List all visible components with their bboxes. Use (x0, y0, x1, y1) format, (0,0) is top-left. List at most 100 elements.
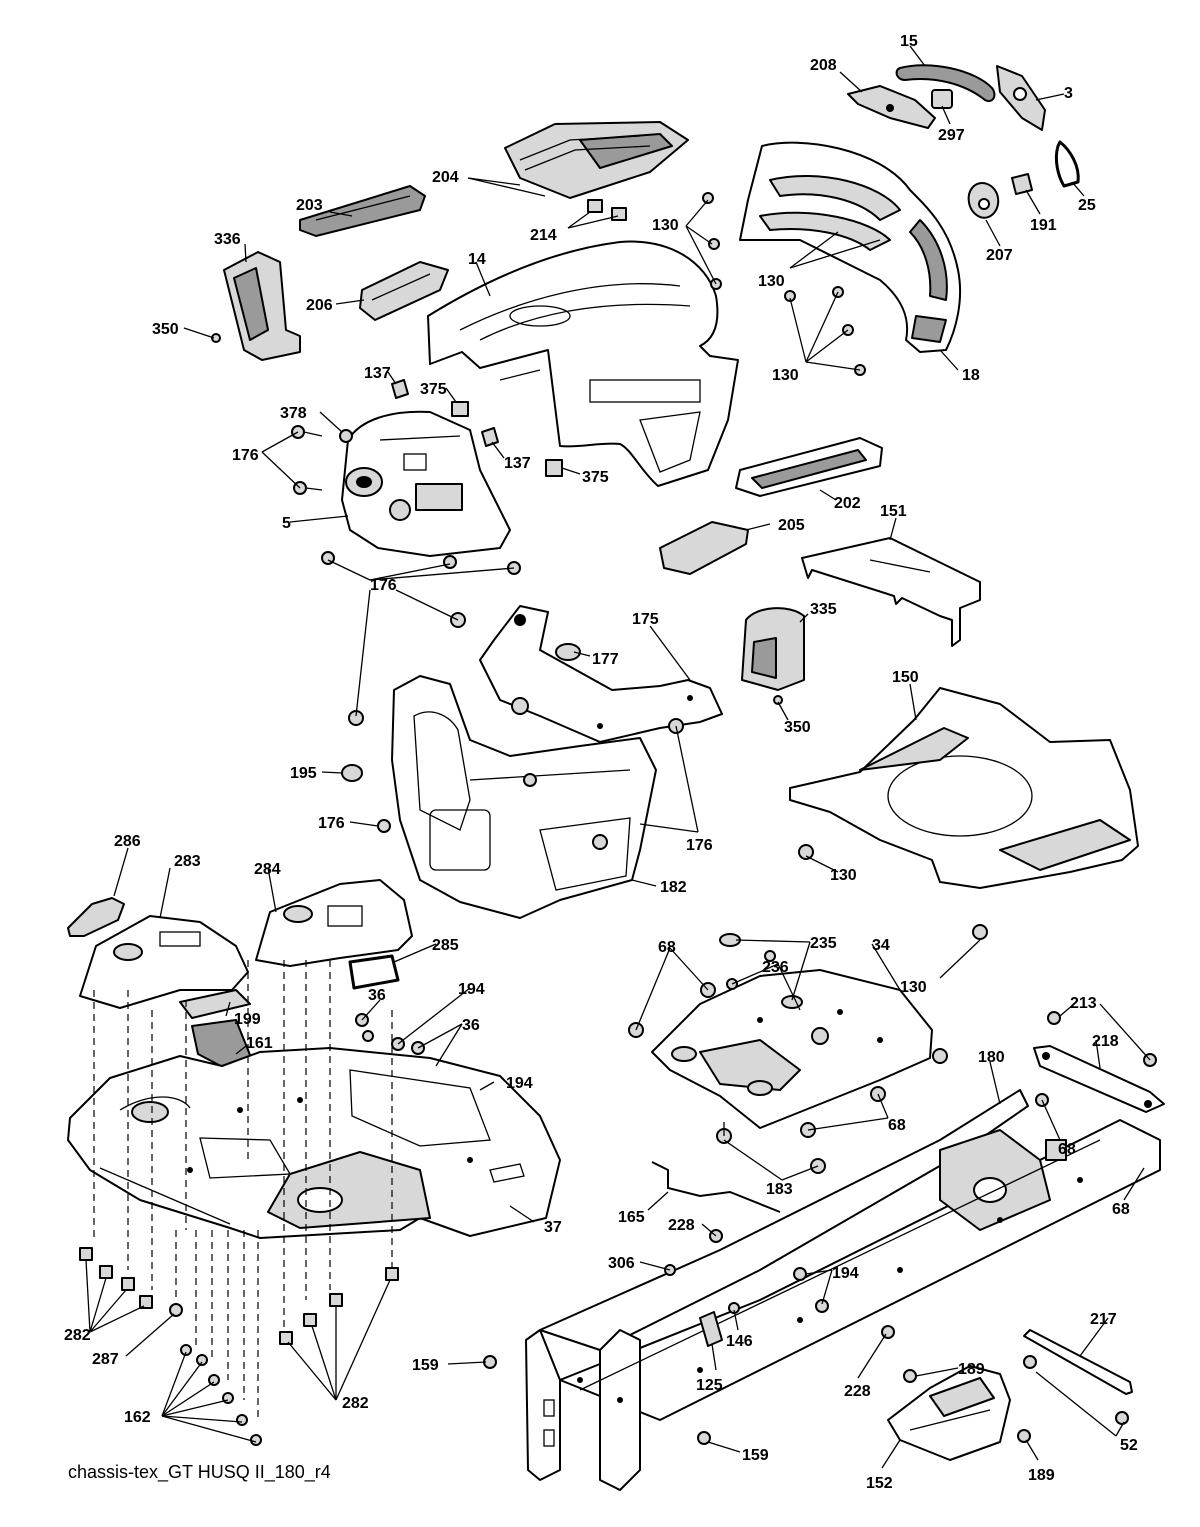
callout-350: 350 (152, 321, 179, 338)
callout-14: 14 (468, 251, 486, 268)
part-217-bar (1023, 1329, 1133, 1425)
part-3-housing (996, 65, 1046, 131)
callout-202: 202 (834, 495, 861, 512)
callout-235: 235 (810, 935, 837, 952)
callout-5: 5 (282, 515, 291, 532)
part-214-clips (587, 199, 627, 221)
callout-191: 191 (1030, 217, 1057, 234)
part-286-handle (67, 897, 125, 937)
callout-165: 165 (618, 1209, 645, 1226)
callout-287: 287 (92, 1351, 119, 1368)
part-176-screws-body (348, 612, 684, 833)
callout-176: 176 (318, 815, 345, 832)
callout-335: 335 (810, 601, 837, 618)
part-285-trim (348, 954, 400, 990)
callout-150: 150 (892, 669, 919, 686)
callout-204: 204 (432, 169, 459, 186)
part-15-trim (895, 64, 996, 102)
callout-176: 176 (686, 837, 713, 854)
callout-284: 284 (254, 861, 281, 878)
callout-350: 350 (784, 719, 811, 736)
callout-375: 375 (420, 381, 447, 398)
callout-283: 283 (174, 853, 201, 870)
callout-207: 207 (986, 247, 1013, 264)
callout-68: 68 (888, 1117, 906, 1134)
callout-125: 125 (696, 1377, 723, 1394)
part-14-hood (427, 240, 739, 487)
callout-177: 177 (592, 651, 619, 668)
part-287-162-screws (169, 1303, 262, 1446)
callout-3: 3 (1064, 85, 1073, 102)
callout-25: 25 (1078, 197, 1096, 214)
callout-285: 285 (432, 937, 459, 954)
callout-151: 151 (880, 503, 907, 520)
callout-205: 205 (778, 517, 805, 534)
callout-336: 336 (214, 231, 241, 248)
part-206-vent (359, 261, 449, 321)
callout-282: 282 (342, 1395, 369, 1412)
callout-130: 130 (772, 367, 799, 384)
callout-218: 218 (1092, 1033, 1119, 1050)
part-150-floor-pan (789, 687, 1139, 940)
part-378-grommet (339, 429, 353, 443)
part-208-bracket (847, 85, 936, 129)
callout-161: 161 (246, 1035, 273, 1052)
callout-189: 189 (1028, 1467, 1055, 1484)
callout-130: 130 (900, 979, 927, 996)
callout-130: 130 (830, 867, 857, 884)
callout-137: 137 (504, 455, 531, 472)
part-203-grille-strip (299, 185, 426, 237)
part-335-side-panel (741, 607, 805, 691)
leader-lines (85, 45, 1151, 1469)
callout-labels: 15 208 3 297 204 203 130 191 25 214 336 … (64, 33, 1138, 1492)
callout-146: 146 (726, 1333, 753, 1350)
callout-208: 208 (810, 57, 837, 74)
part-152-bracket (887, 1365, 1031, 1461)
callout-68: 68 (1058, 1141, 1076, 1158)
callout-36: 36 (368, 987, 386, 1004)
part-218-bracket (1033, 1045, 1165, 1113)
callout-68: 68 (1112, 1201, 1130, 1218)
callout-159: 159 (412, 1357, 439, 1374)
part-18-front-grille (739, 141, 962, 353)
callout-37: 37 (544, 1219, 562, 1236)
callout-306: 306 (608, 1255, 635, 1272)
callout-213: 213 (1070, 995, 1097, 1012)
part-297-clip (931, 89, 953, 109)
part-202-grille (735, 437, 883, 497)
callout-297: 297 (938, 127, 965, 144)
part-283-fender-cover-left (79, 915, 249, 1009)
callout-52: 52 (1120, 1437, 1138, 1454)
part-282-clips (79, 1247, 399, 1345)
part-336-side-panel (223, 251, 301, 361)
callout-214: 214 (530, 227, 557, 244)
diagram-caption: chassis-tex_GT HUSQ II_180_r4 (68, 1462, 331, 1482)
callout-228: 228 (844, 1383, 871, 1400)
callout-217: 217 (1090, 1311, 1117, 1328)
callout-176: 176 (370, 577, 397, 594)
callout-15: 15 (900, 33, 918, 50)
part-195-plug (341, 764, 363, 782)
callout-199: 199 (234, 1011, 261, 1028)
callout-194: 194 (832, 1265, 859, 1282)
callout-286: 286 (114, 833, 141, 850)
part-5-dash-panel (341, 410, 511, 557)
part-37-rear-fender (67, 1047, 561, 1239)
callout-189: 189 (958, 1361, 985, 1378)
callout-194: 194 (506, 1075, 533, 1092)
callout-34: 34 (872, 937, 890, 954)
callout-282: 282 (64, 1327, 91, 1344)
callout-206: 206 (306, 297, 333, 314)
part-191-clip (1011, 173, 1033, 195)
callout-183: 183 (766, 1181, 793, 1198)
part-175-dash-bracket (479, 605, 723, 743)
alignment-lines-fender (93, 960, 393, 1420)
callout-175: 175 (632, 611, 659, 628)
callout-375: 375 (582, 469, 609, 486)
callout-152: 152 (866, 1475, 893, 1492)
part-151-bracket (801, 537, 981, 647)
callout-182: 182 (660, 879, 687, 896)
callout-176: 176 (232, 447, 259, 464)
